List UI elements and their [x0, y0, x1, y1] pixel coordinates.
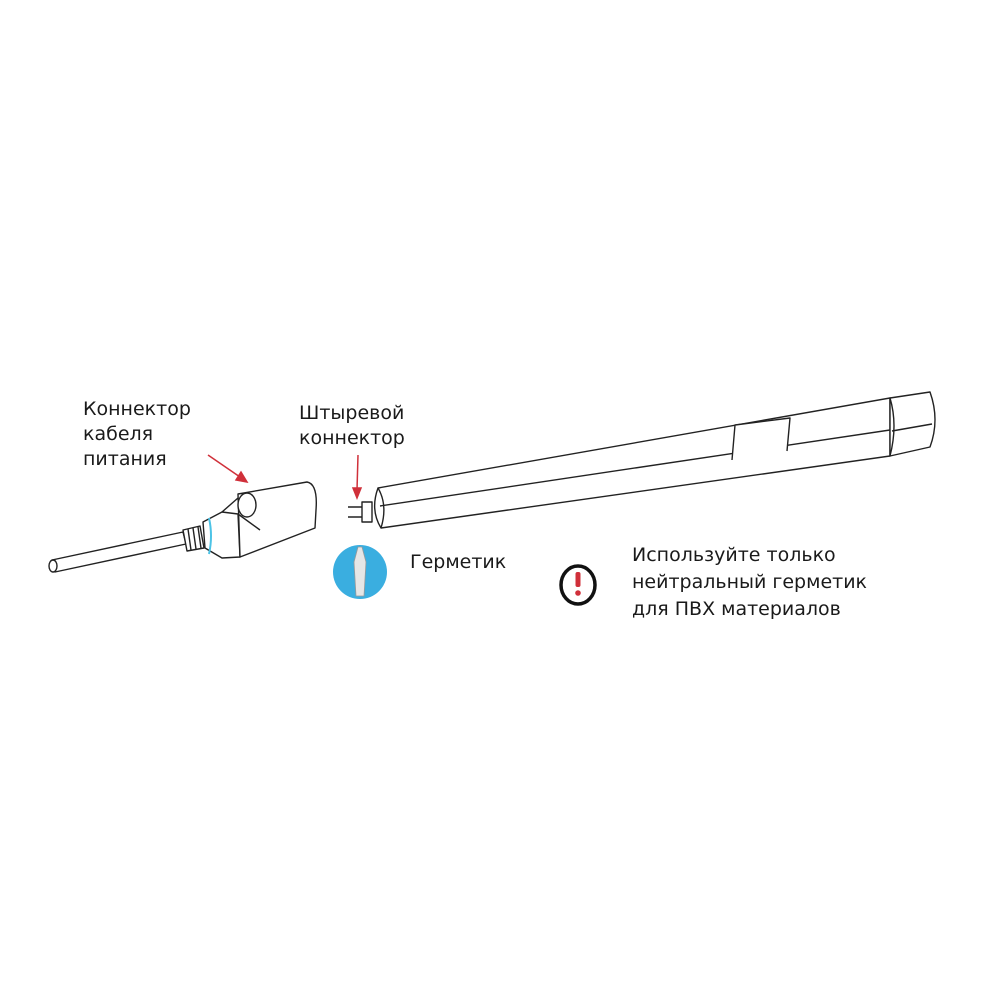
power-connector-label: Коннектор кабеля питания	[83, 397, 191, 472]
arrows	[207, 454, 363, 501]
led-tube	[373, 391, 936, 529]
sealant-tube-icon	[333, 545, 387, 599]
arrow-head	[234, 470, 249, 484]
label-line: Коннектор	[83, 398, 191, 420]
warning-text: Используйте только нейтральный герметик …	[632, 542, 867, 623]
arrow-head	[351, 487, 363, 501]
pin-connector-label: Штыревой коннектор	[299, 401, 405, 451]
pin-connector	[348, 501, 373, 523]
warning-line: Используйте только	[632, 544, 836, 566]
power-cable	[48, 525, 205, 573]
label-line: коннектор	[299, 427, 405, 449]
warning-line: для ПВХ материалов	[632, 598, 841, 620]
power-connector	[202, 481, 317, 559]
label-line: питания	[83, 448, 167, 470]
sealant-label: Герметик	[410, 551, 507, 573]
exclamation-icon	[559, 564, 597, 606]
arrow-power-connector	[207, 454, 241, 478]
label-line: кабеля	[83, 423, 154, 445]
label-line: Штыревой	[299, 402, 405, 424]
warning-line: нейтральный герметик	[632, 571, 868, 593]
arrow-pin-connector	[356, 454, 359, 491]
